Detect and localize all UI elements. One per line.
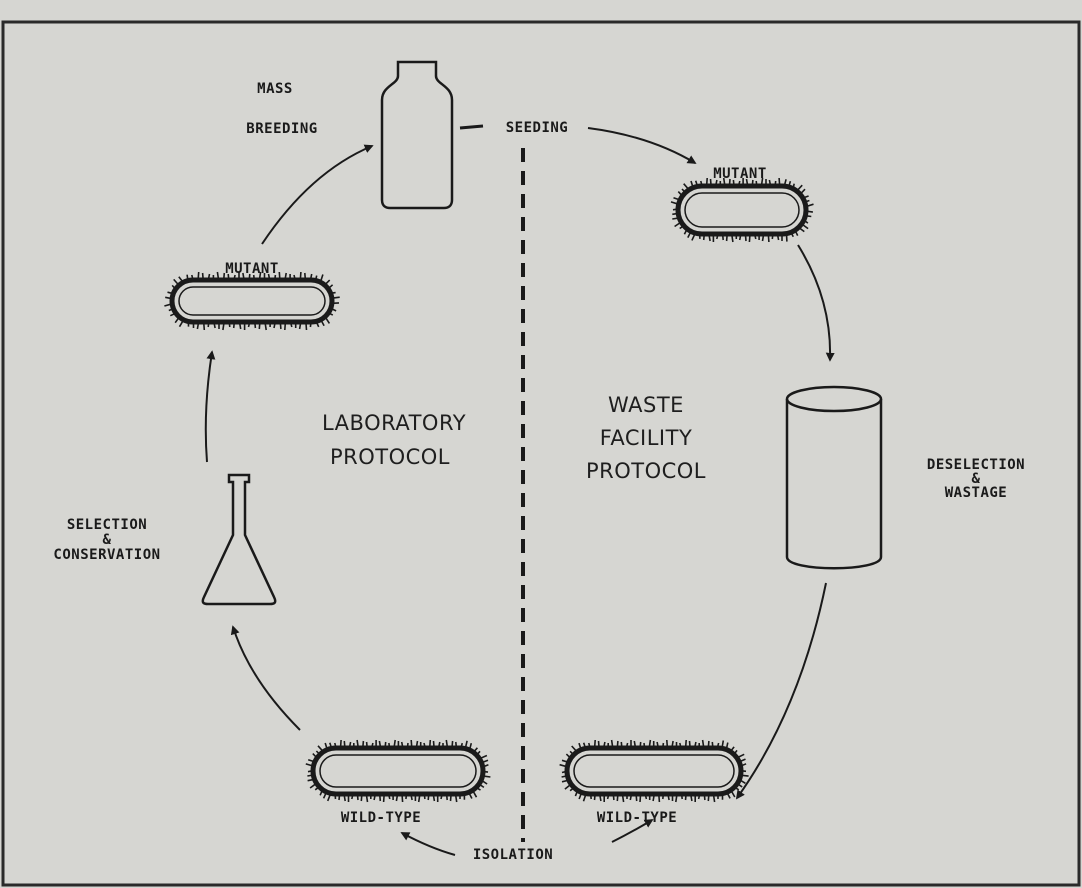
isolation-label: ISOLATION (472, 847, 554, 863)
laboratory-line: LABORATORY (322, 411, 467, 435)
seeding-connector (459, 124, 484, 130)
arrow-isolation-to-wildtype (400, 832, 456, 856)
mass-label-line1: MASS (257, 81, 293, 97)
seeding-label: SEEDING (505, 120, 569, 136)
mutant-right-label: MUTANT (713, 166, 767, 182)
mutant-cell-right-icon (670, 177, 814, 243)
mutant-left-label: MUTANT (225, 261, 279, 277)
ampersand-line: & (971, 471, 981, 487)
wastage-line: WASTAGE (944, 485, 1008, 501)
protocol-line-2: PROTOCOL (585, 459, 707, 483)
conservation-line: CONSERVATION (53, 547, 161, 563)
selection-line: SELECTION (66, 517, 148, 533)
arrow-mutant-to-cylinder (797, 244, 835, 362)
arrow-to-isolation-right (611, 819, 654, 843)
selection-conservation-label: SELECTION & CONSERVATION (32, 518, 182, 562)
mutant-cell-left-icon (164, 271, 340, 331)
arrow-cylinder-to-wildtype (735, 582, 827, 800)
waste-line: WASTE (608, 393, 684, 417)
mass-label-line2: BREEDING (246, 121, 318, 137)
deselection-line: DESELECTION (926, 457, 1026, 473)
arrow-flask-to-mutant (204, 350, 216, 463)
protocol-line: PROTOCOL (329, 445, 451, 469)
arrow-wildtype-to-flask (230, 625, 301, 731)
arrow-mutant-to-bottle (261, 144, 374, 245)
breeding-label: BREEDING (232, 122, 332, 136)
facility-line: FACILITY (599, 426, 693, 450)
waste-facility-protocol-label: WASTE FACILITY PROTOCOL (584, 395, 708, 482)
mass-breeding-label: MASS (240, 82, 310, 96)
waste-cylinder-icon (785, 385, 883, 570)
wild-type-left-label: WILD-TYPE (340, 810, 422, 826)
deselection-wastage-label: DESELECTION & WASTAGE (904, 458, 1048, 500)
wild-type-cell-left-icon (305, 739, 491, 803)
laboratory-protocol-label: LABORATORY PROTOCOL (322, 411, 467, 469)
erlenmeyer-flask-icon (201, 473, 277, 606)
culture-bottle-icon (380, 60, 454, 210)
figure-frame (1, 20, 1081, 887)
wild-type-right-label: WILD-TYPE (596, 810, 678, 826)
wild-type-cell-right-icon (559, 739, 749, 803)
arrow-seeding-to-mutant (587, 127, 697, 164)
ampersand-line-2: & (102, 532, 112, 548)
